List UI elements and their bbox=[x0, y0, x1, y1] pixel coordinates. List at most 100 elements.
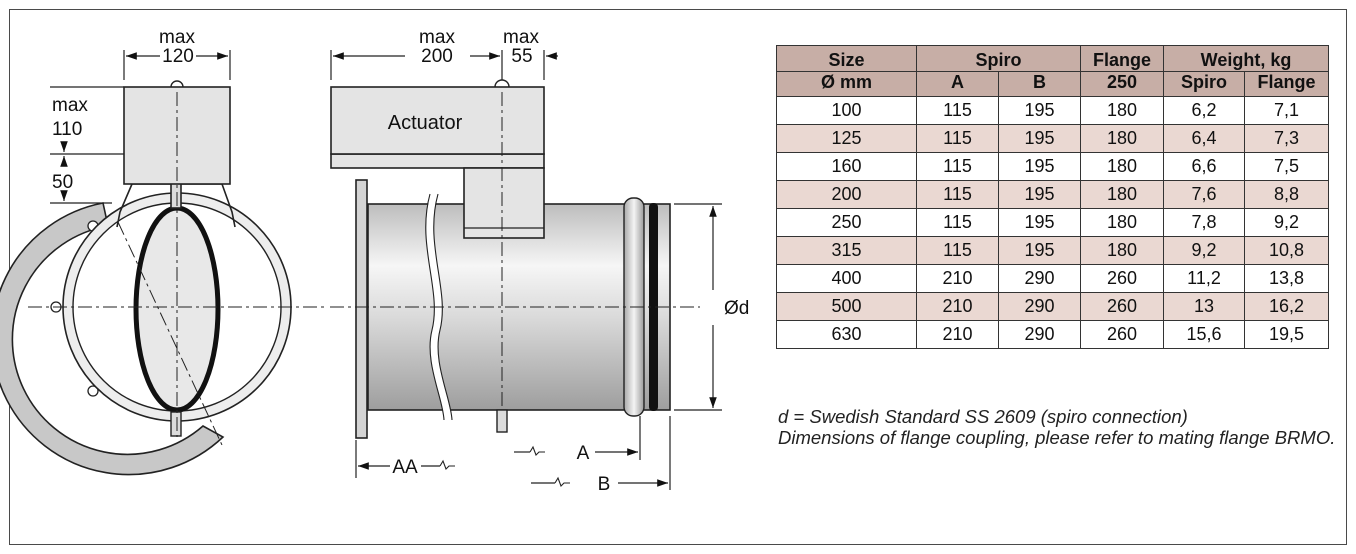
table-cell: 200 bbox=[776, 180, 917, 209]
table-cell: 115 bbox=[916, 236, 999, 265]
table-cell: 6,6 bbox=[1163, 152, 1245, 181]
front-height-value: 110 bbox=[52, 119, 82, 140]
table-cell: 100 bbox=[776, 96, 917, 125]
table-cell: 210 bbox=[916, 320, 999, 349]
table-cell: 115 bbox=[916, 124, 999, 153]
dim-aa-label: AA bbox=[392, 457, 418, 478]
side-dimensions bbox=[330, 50, 722, 490]
table-cell: 7,1 bbox=[1244, 96, 1329, 125]
shaft-bottom bbox=[170, 411, 182, 437]
notes: d = Swedish Standard SS 2609 (spiro conn… bbox=[778, 406, 1348, 448]
table-header-row: Size Spiro Flange Weight, kg bbox=[776, 45, 1329, 72]
front-width-label: max bbox=[159, 27, 195, 48]
actuator-side bbox=[330, 79, 545, 239]
side-overhang-value: 55 bbox=[511, 46, 532, 67]
table-cell: 290 bbox=[998, 264, 1081, 293]
table-cell: 180 bbox=[1080, 124, 1164, 153]
table-cell: 250 bbox=[776, 208, 917, 237]
table-cell: 500 bbox=[776, 292, 917, 321]
table-cell: 7,5 bbox=[1244, 152, 1329, 181]
front-stem-value: 50 bbox=[52, 172, 73, 193]
table-cell: 260 bbox=[1080, 320, 1164, 349]
shaft-bottom-side bbox=[496, 409, 508, 433]
table-cell: 11,2 bbox=[1163, 264, 1245, 293]
table-cell: 9,2 bbox=[1244, 208, 1329, 237]
header-spiro: Spiro bbox=[916, 45, 1081, 72]
front-view: max 120 max 110 50 bbox=[0, 27, 328, 476]
table-cell: 195 bbox=[998, 124, 1081, 153]
note-standard: d = Swedish Standard SS 2609 (spiro conn… bbox=[778, 406, 1188, 427]
table-cell: 195 bbox=[998, 96, 1081, 125]
side-length-value: 200 bbox=[421, 46, 453, 67]
seal-gasket bbox=[649, 203, 658, 411]
table-subheader-row: Ø mm A B 250 Spiro Flange bbox=[776, 71, 1329, 97]
header-size: Size bbox=[776, 45, 917, 72]
dim-a-label: A bbox=[577, 443, 590, 464]
table-cell: 13,8 bbox=[1244, 264, 1329, 293]
table-cell: 7,6 bbox=[1163, 180, 1245, 209]
table-cell: 6,4 bbox=[1163, 124, 1245, 153]
table-cell: 315 bbox=[776, 236, 917, 265]
header-flange-250: 250 bbox=[1080, 71, 1164, 97]
table-cell: 19,5 bbox=[1244, 320, 1329, 349]
table-cell: 115 bbox=[916, 152, 999, 181]
header-diameter: Ø mm bbox=[776, 71, 917, 97]
side-centerlines bbox=[330, 92, 700, 410]
table-cell: 8,8 bbox=[1244, 180, 1329, 209]
header-weight: Weight, kg bbox=[1163, 45, 1329, 72]
table-cell: 180 bbox=[1080, 208, 1164, 237]
note-flange: Dimensions of flange coupling, please re… bbox=[778, 427, 1336, 448]
table-cell: 180 bbox=[1080, 96, 1164, 125]
actuator-label: Actuator bbox=[388, 112, 463, 134]
centerlines bbox=[28, 92, 328, 446]
table-cell: 210 bbox=[916, 292, 999, 321]
side-length-label: max bbox=[419, 27, 455, 48]
table-cell: 6,2 bbox=[1163, 96, 1245, 125]
table-cell: 7,3 bbox=[1244, 124, 1329, 153]
table-cell: 400 bbox=[776, 264, 917, 293]
header-b: B bbox=[998, 71, 1081, 97]
table-cell: 630 bbox=[776, 320, 917, 349]
table-cell: 195 bbox=[998, 180, 1081, 209]
diameter-label: Ød bbox=[724, 298, 749, 319]
table-cell: 260 bbox=[1080, 264, 1164, 293]
table-cell: 290 bbox=[998, 320, 1081, 349]
front-width-value: 120 bbox=[162, 46, 194, 67]
table-cell: 115 bbox=[916, 208, 999, 237]
break-marks bbox=[439, 445, 570, 487]
table-cell: 10,8 bbox=[1244, 236, 1329, 265]
table-cell: 16,2 bbox=[1244, 292, 1329, 321]
side-overhang-label: max bbox=[503, 27, 539, 48]
table-cell: 115 bbox=[916, 96, 999, 125]
bolt-hole bbox=[87, 385, 99, 397]
table-cell: 115 bbox=[916, 180, 999, 209]
table-cell: 160 bbox=[776, 152, 917, 181]
header-a: A bbox=[916, 71, 999, 97]
table-cell: 180 bbox=[1080, 236, 1164, 265]
table-cell: 195 bbox=[998, 152, 1081, 181]
technical-drawing: max 120 max 110 50 bbox=[0, 27, 749, 495]
table-cell: 260 bbox=[1080, 292, 1164, 321]
table-cell: 125 bbox=[776, 124, 917, 153]
table-cell: 195 bbox=[998, 208, 1081, 237]
table-cell: 7,8 bbox=[1163, 208, 1245, 237]
table-cell: 195 bbox=[998, 236, 1081, 265]
dimensions-table: Size Spiro Flange Weight, kg Ø mm A B 25… bbox=[776, 45, 1329, 349]
flange-plate bbox=[355, 179, 368, 439]
header-weight-spiro: Spiro bbox=[1163, 71, 1245, 97]
table-cell: 13 bbox=[1163, 292, 1245, 321]
header-flange: Flange bbox=[1080, 45, 1164, 72]
table-cell: 290 bbox=[998, 292, 1081, 321]
table-cell: 180 bbox=[1080, 152, 1164, 181]
front-height-label: max bbox=[52, 95, 88, 116]
dim-b-label: B bbox=[598, 474, 611, 495]
